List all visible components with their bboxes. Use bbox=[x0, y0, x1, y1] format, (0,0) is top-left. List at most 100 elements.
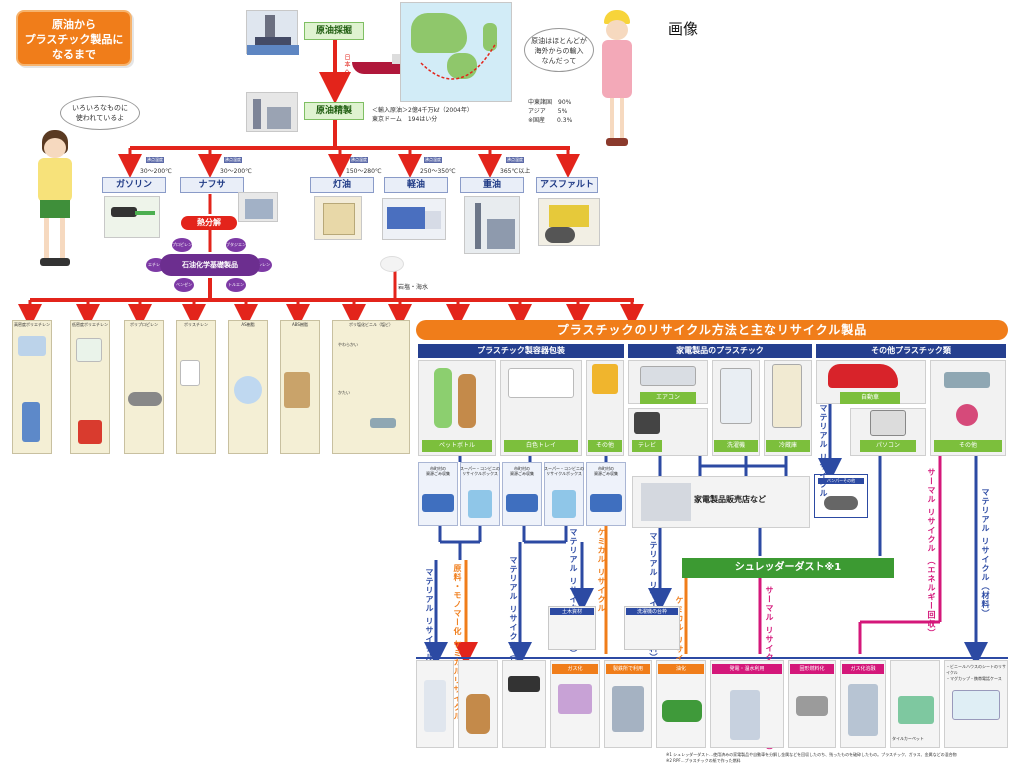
petrochem-propylene: プロピレン bbox=[172, 238, 192, 252]
boy-character bbox=[28, 128, 84, 272]
salt-image bbox=[380, 256, 404, 272]
cd-image bbox=[956, 404, 978, 426]
category-appliances: 家電製品のプラスチック bbox=[628, 344, 812, 358]
plastic-type-pvc: ポリ塩化ビニル（塩ビ） bbox=[349, 322, 393, 327]
product-image-bottle bbox=[22, 402, 40, 442]
tv-image bbox=[634, 412, 660, 434]
white-tray-image bbox=[508, 368, 574, 398]
plastic-type-abs: ABS樹脂 bbox=[292, 322, 308, 327]
steel-plant-image bbox=[612, 686, 644, 732]
output-greenhouse-sheet: ・ビニールハウスのシートのリサイクル ・マグカップ・携帯電話ケース bbox=[946, 664, 1006, 681]
fraction-heavy-oil: 重油 bbox=[460, 177, 524, 193]
plastic-column-pvc bbox=[332, 320, 410, 454]
oil-sources: 中東諸国 90% アジア 5% ※国産 0.3% bbox=[528, 99, 573, 124]
bumper-label: バンパーその他 bbox=[818, 478, 864, 484]
recycle-box-icon-2 bbox=[552, 490, 576, 518]
fraction-temp-diesel: 250～350℃ bbox=[420, 168, 456, 175]
label-material-5: マテリアル リサイクル bbox=[819, 404, 828, 498]
product-image-car bbox=[128, 392, 162, 406]
output-power-generation: 発電・温水利用 bbox=[712, 664, 782, 674]
solid-fuel-image bbox=[796, 696, 828, 716]
collect-supermarket-1: スーパー・コンビニの リサイクルボックス bbox=[460, 466, 500, 476]
output-box-3 bbox=[502, 660, 546, 748]
bumper-image bbox=[824, 496, 858, 510]
pipe-image bbox=[944, 372, 990, 388]
appliance-retailer-label: 家電製品販売店など bbox=[694, 495, 766, 504]
video-tape-image bbox=[508, 676, 540, 692]
bottle-image-out bbox=[466, 694, 490, 734]
temp-tag-2: 沸点温度 bbox=[224, 157, 242, 163]
recycle-box-icon bbox=[468, 490, 492, 518]
refinery-image bbox=[246, 92, 298, 132]
aircon-image bbox=[640, 366, 696, 386]
plastic-type-pp: ポリプロピレン bbox=[130, 322, 158, 327]
fraction-naphtha: ナフサ bbox=[180, 177, 244, 193]
garbage-truck-icon bbox=[422, 494, 454, 512]
fridge-image bbox=[772, 364, 802, 428]
item-container-other: その他 bbox=[588, 440, 622, 452]
petrochem-benzene: ベンゼン bbox=[174, 278, 194, 292]
label-material-3: マテリアル リサイクル（材料） bbox=[569, 528, 578, 658]
label-material-2: マテリアル リサイクル（材料） bbox=[509, 556, 518, 686]
pvc-hard-label: かたい bbox=[338, 390, 350, 395]
category-other: その他プラスチック類 bbox=[816, 344, 1006, 358]
fraction-gasoline: ガソリン bbox=[102, 177, 166, 193]
gas-nozzle-image bbox=[104, 196, 160, 238]
fraction-asphalt: アスファルト bbox=[536, 177, 598, 193]
pc-image bbox=[870, 410, 906, 436]
fraction-kerosene: 灯油 bbox=[310, 177, 374, 193]
item-white-tray: 白色トレイ bbox=[504, 440, 578, 452]
label-material-1: マテリアル リサイクル bbox=[425, 568, 434, 662]
temp-tag-5: 沸点温度 bbox=[506, 157, 524, 163]
collect-supermarket-2: スーパー・コンビニの リサイクルボックス bbox=[544, 466, 584, 476]
girl-character bbox=[596, 8, 640, 150]
road-roller-image bbox=[538, 198, 600, 246]
plastic-column-ps bbox=[176, 320, 216, 454]
to-japan-label: 日本へ bbox=[343, 54, 350, 75]
cup-noodle-image bbox=[592, 364, 618, 394]
fraction-temp-naphtha: 30～200℃ bbox=[220, 168, 252, 175]
washer-frame-label: 洗濯機の台枠 bbox=[626, 608, 678, 615]
product-image-bucket bbox=[18, 336, 46, 356]
salt-label: 岩塩・海水 bbox=[398, 284, 429, 291]
collect-municipal-2: 市町村の 資源ごみ収集 bbox=[510, 466, 534, 476]
petrochem-toluene: トルエン bbox=[226, 278, 246, 292]
category-containers: プラスチック製容器包装 bbox=[418, 344, 624, 358]
item-car: 自動車 bbox=[840, 392, 900, 404]
gas-plant-image bbox=[848, 684, 878, 736]
car-image bbox=[828, 364, 898, 388]
item-fridge: 冷蔵庫 bbox=[766, 440, 810, 452]
plastic-type-hdpe: 高密度ポリエチレン bbox=[14, 322, 50, 327]
oil-rig-image bbox=[246, 10, 299, 55]
fraction-temp-kerosene: 150～280℃ bbox=[346, 168, 382, 175]
output-solid-fuel: 固形燃料化 bbox=[790, 664, 834, 674]
output-liquefaction: 油化 bbox=[658, 664, 704, 674]
product-image-pipe bbox=[370, 418, 396, 428]
page-label: 画像 bbox=[668, 20, 699, 38]
temp-tag-4: 沸点温度 bbox=[424, 157, 442, 163]
product-image-bag bbox=[76, 338, 102, 362]
output-gasification: ガス化 bbox=[552, 664, 598, 674]
label-material-6: マテリアル リサイクル（材料） bbox=[981, 488, 990, 618]
item-pc: パソコン bbox=[860, 440, 916, 452]
output-gas-melting: ガス化溶融 bbox=[842, 664, 884, 674]
appliance-retailer-box bbox=[632, 476, 810, 528]
collect-municipal-3: 市町村の 資源ごみ収集 bbox=[594, 466, 618, 476]
civil-material-label: 土木資材 bbox=[550, 608, 594, 615]
fraction-diesel: 軽油 bbox=[384, 177, 448, 193]
label-monomer: 原料・モノマー化 ケミカルリサイクル bbox=[453, 564, 462, 721]
item-tv: テレビ bbox=[632, 440, 662, 452]
pet-bottle-image-2 bbox=[458, 374, 476, 428]
plastic-type-as: AS樹脂 bbox=[241, 322, 255, 327]
recycle-title: プラスチックのリサイクル方法と主なリサイクル製品 bbox=[416, 320, 1008, 340]
collect-municipal-1: 市町村の 資源ごみ収集 bbox=[426, 466, 450, 476]
output-steelworks: 製鉄所で利用 bbox=[606, 664, 650, 674]
plastic-type-ldpe: 低密度ポリエチレン bbox=[72, 322, 108, 327]
label-material-4: マテリアル リサイクル（材料） bbox=[649, 532, 658, 662]
garbage-truck-icon-3 bbox=[590, 494, 622, 512]
fraction-temp-heavy-oil: 365℃以上 bbox=[500, 168, 531, 175]
tile-carpet-image bbox=[898, 696, 934, 724]
label-thermal-2: サーマル リサイクル （エネルギー回収） bbox=[927, 468, 936, 638]
plastic-type-ps: ポリスチレン bbox=[184, 322, 208, 327]
petrochemical-base-products: 石油化学基礎製品 bbox=[160, 254, 260, 276]
